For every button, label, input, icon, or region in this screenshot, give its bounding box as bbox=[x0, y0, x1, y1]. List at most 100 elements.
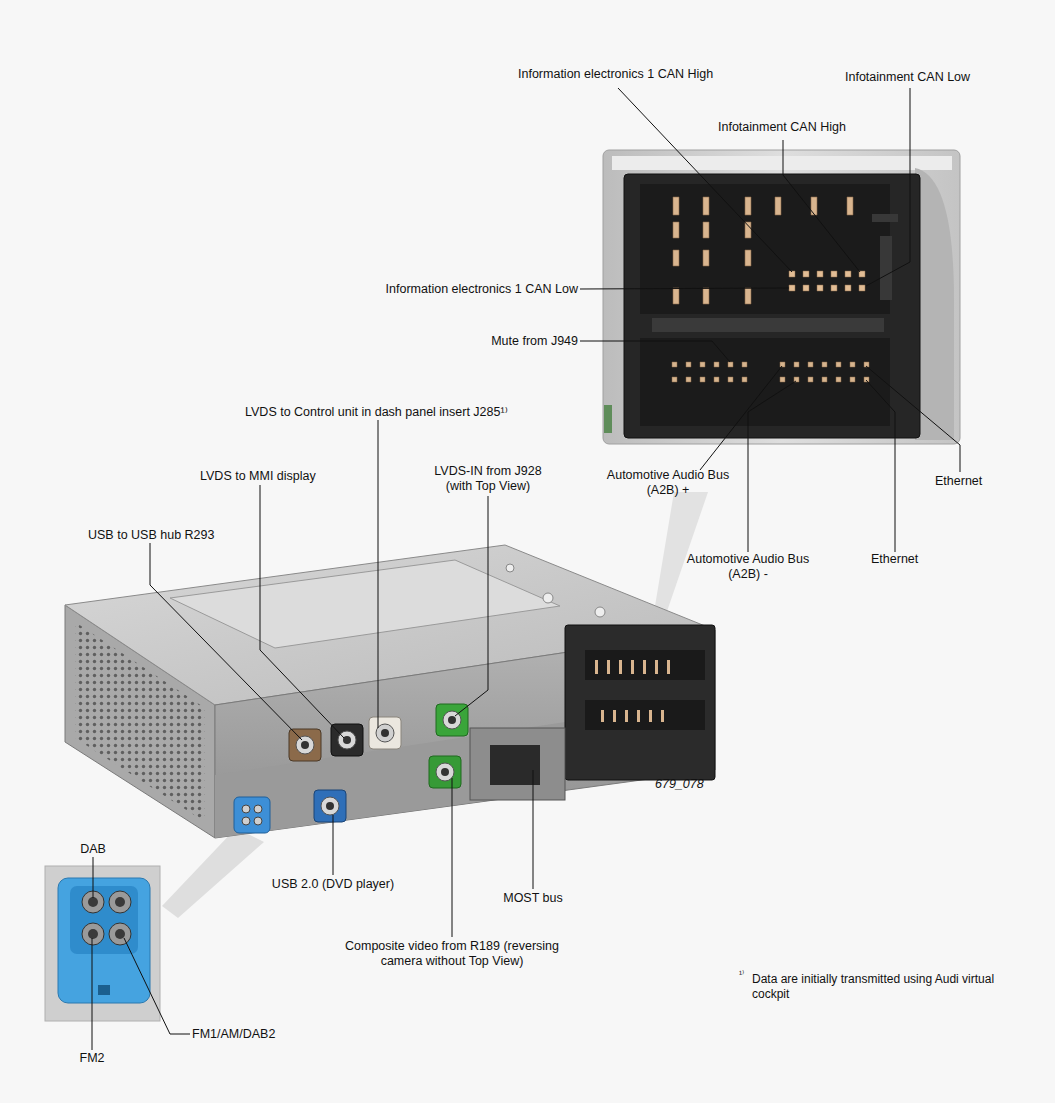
connector-center bbox=[343, 736, 351, 744]
connector-shell bbox=[429, 756, 461, 788]
connector-center bbox=[448, 716, 456, 724]
zoom-wedge bbox=[162, 828, 264, 918]
leader-line bbox=[700, 366, 782, 470]
signal-label: Ethernet bbox=[935, 474, 1005, 489]
fakra-connector bbox=[314, 790, 346, 822]
fakra-connector bbox=[429, 756, 461, 788]
leader-line bbox=[150, 543, 302, 740]
antenna-label: DAB bbox=[68, 842, 118, 857]
main-connector-pins bbox=[595, 660, 670, 722]
leader-line bbox=[124, 938, 190, 1034]
main-connector bbox=[565, 625, 715, 780]
main-connector-cavity bbox=[585, 650, 705, 730]
signal-label: Ethernet bbox=[871, 552, 941, 567]
leader-line bbox=[452, 778, 453, 937]
connector-ring bbox=[436, 763, 454, 781]
connector-shell bbox=[436, 704, 468, 736]
leader-line bbox=[748, 381, 796, 552]
connector-contact bbox=[254, 805, 262, 813]
screw bbox=[595, 607, 605, 617]
connector-cavity bbox=[640, 338, 890, 426]
connection-label: MOST bus bbox=[488, 891, 578, 906]
leader-line bbox=[92, 938, 93, 1050]
connector-pins bbox=[789, 271, 865, 291]
leader-line bbox=[866, 380, 895, 552]
quad-connector bbox=[234, 797, 270, 833]
connector-contact bbox=[242, 817, 250, 825]
quad-connector-shell bbox=[58, 878, 150, 1003]
signal-label: Information electronics 1 CAN High bbox=[518, 67, 748, 82]
connector-center bbox=[381, 729, 389, 737]
connector-ring bbox=[296, 736, 314, 754]
signal-label: Infotainment CAN High bbox=[718, 120, 868, 135]
antenna-label: FM1/AM/DAB2 bbox=[192, 1027, 322, 1042]
quad-contact-pin bbox=[88, 897, 98, 907]
footnote-text: Data are initially transmitted using Aud… bbox=[752, 972, 1014, 1002]
leader-line bbox=[580, 288, 789, 289]
leader-line bbox=[866, 88, 910, 286]
signal-label: Mute from J949 bbox=[468, 334, 578, 349]
leader-line bbox=[378, 420, 379, 728]
connector-shell bbox=[234, 797, 270, 833]
quad-contact bbox=[109, 923, 131, 945]
unit-front-lower bbox=[215, 722, 565, 838]
antenna-label: FM2 bbox=[67, 1051, 117, 1066]
fakra-connector bbox=[289, 729, 321, 761]
footnote-marker: ¹⁾ bbox=[739, 967, 753, 982]
connector-contact bbox=[242, 805, 250, 813]
most-connector bbox=[470, 728, 565, 800]
screw bbox=[543, 593, 553, 603]
leader-line bbox=[533, 770, 534, 889]
connection-label: USB to USB hub R293 bbox=[88, 528, 238, 543]
leader-line bbox=[783, 140, 860, 272]
housing-side bbox=[915, 168, 954, 440]
connector-shell bbox=[289, 729, 321, 761]
connector-shell bbox=[314, 790, 346, 822]
quad-contact-pin bbox=[115, 897, 125, 907]
connector-center bbox=[301, 741, 309, 749]
leader-line bbox=[260, 485, 344, 738]
quad-connector-latch bbox=[98, 985, 110, 995]
connector-guide bbox=[872, 214, 898, 300]
fakra-connector bbox=[436, 704, 468, 736]
unit-top-plate bbox=[170, 560, 560, 648]
connector-shell bbox=[369, 717, 401, 749]
connector-ring bbox=[376, 724, 394, 742]
leader-line bbox=[455, 496, 488, 716]
connection-label: USB 2.0 (DVD player) bbox=[248, 877, 418, 892]
connector-body bbox=[624, 174, 920, 438]
quad-connector-face bbox=[70, 886, 138, 954]
connection-label: LVDS to MMI display bbox=[200, 469, 340, 484]
signal-label: Automotive Audio Bus (A2B) + bbox=[598, 468, 738, 498]
connector-contact bbox=[254, 817, 262, 825]
leader-lines bbox=[92, 88, 960, 1050]
screw bbox=[506, 564, 514, 572]
circuit-board bbox=[604, 405, 612, 433]
leader-line bbox=[93, 857, 94, 898]
leader-line bbox=[618, 88, 792, 272]
closeup-frame bbox=[45, 866, 160, 1021]
connector-divider bbox=[652, 318, 884, 332]
leader-line bbox=[866, 366, 960, 472]
leader-line bbox=[333, 815, 334, 875]
quad-contact-pin bbox=[88, 929, 98, 939]
quad-contact bbox=[109, 891, 131, 913]
housing-rim bbox=[612, 156, 952, 170]
connector-cavity bbox=[640, 184, 890, 314]
leader-line bbox=[580, 341, 730, 362]
connector-pins bbox=[672, 362, 869, 382]
figure-number: 679_078 bbox=[655, 777, 735, 792]
connector-center bbox=[441, 768, 449, 776]
connector-center bbox=[326, 802, 334, 810]
signal-label: Infotainment CAN Low bbox=[845, 70, 995, 85]
fakra-connector bbox=[369, 717, 401, 749]
signal-label: Automotive Audio Bus (A2B) - bbox=[678, 552, 818, 582]
connection-label: LVDS to Control unit in dash panel inser… bbox=[245, 405, 545, 420]
connector-ring bbox=[321, 797, 339, 815]
quad-contact-pin bbox=[115, 929, 125, 939]
signal-label: Information electronics 1 CAN Low bbox=[368, 282, 578, 297]
connection-label: LVDS-IN from J928 (with Top View) bbox=[428, 464, 548, 494]
